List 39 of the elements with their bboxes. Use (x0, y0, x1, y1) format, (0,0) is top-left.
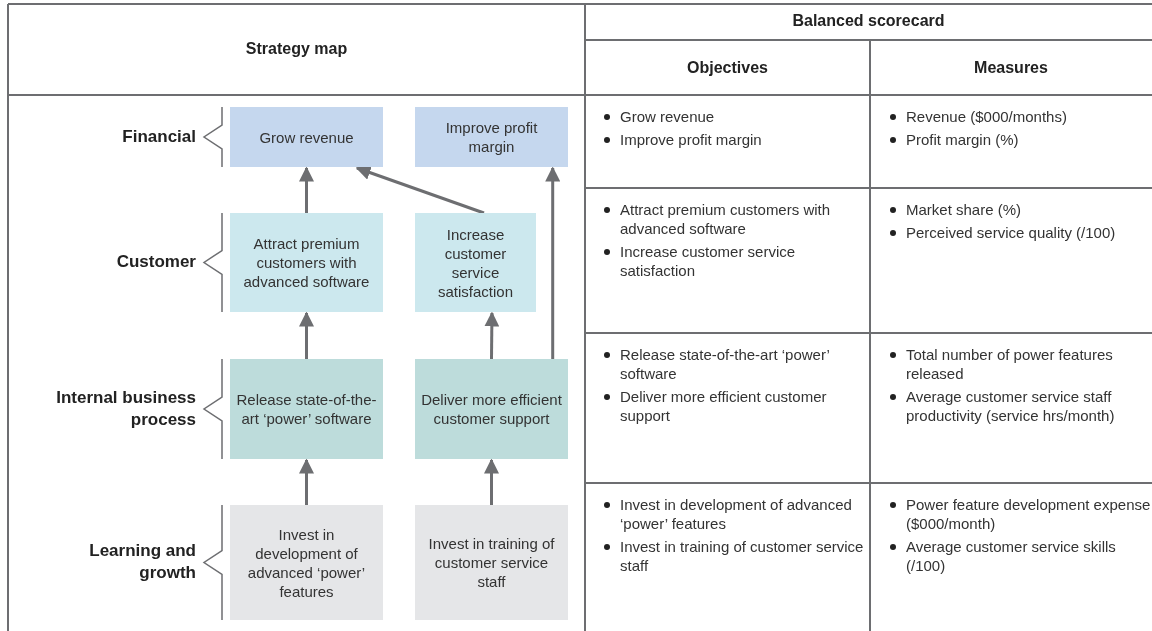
arrow (299, 311, 314, 359)
objective-box: Deliver more efficient customer support (415, 359, 568, 459)
column-header: Objectives (686, 59, 769, 77)
list-item: Total number of power features released (906, 346, 1113, 382)
row-heading: Internal business process (55, 387, 196, 431)
objective-box: Increase customer service satisfaction (415, 213, 536, 312)
arrow (355, 165, 485, 215)
list-item: Perceived service quality (/100) (906, 224, 1116, 241)
list-item: Improve profit margin (620, 131, 762, 148)
objective-box: Release state-of-the-art ‘power’ software (230, 359, 383, 459)
objective-box: Invest in development of advanced ‘power’ features (230, 505, 383, 620)
arrow (545, 166, 561, 359)
list-item: Power feature development expense ($000/month) (906, 496, 1151, 532)
row-heading: Customer (115, 251, 196, 273)
list-item: Profit margin (%) (906, 131, 1019, 148)
list-item: Invest in development of advanced ‘power’ features (620, 496, 852, 532)
list-item: Deliver more efficient customer support (620, 388, 827, 424)
list-item: Average customer service skills (/100) (906, 538, 1116, 574)
row-heading: Financial (121, 126, 196, 148)
objective-box: Grow revenue (230, 107, 383, 167)
list-item: Market share (%) (906, 201, 1022, 218)
objective-box: Invest in training of customer service staff (415, 505, 568, 620)
list-item: Average customer service staff productivity (service hrs/month) (906, 388, 1115, 424)
arrow (484, 311, 500, 359)
arrow (484, 458, 499, 505)
list-item: Grow revenue (620, 108, 715, 125)
list-item: Attract premium customers with advanced software (620, 201, 831, 237)
list-item: Increase customer service satisfaction (620, 243, 796, 279)
column-header: Measures (973, 59, 1049, 77)
arrow (299, 166, 314, 213)
list-item: Revenue ($000/months) (906, 108, 1067, 125)
arrow (299, 458, 314, 505)
column-header: Strategy map (244, 40, 349, 58)
row-heading: Learning and growth (88, 540, 196, 584)
column-header: Balanced scorecard (791, 12, 946, 30)
list-item: Invest in training of customer service staff (620, 538, 864, 574)
objective-box: Attract premium customers with advanced software (230, 213, 383, 312)
objective-box: Improve profit margin (415, 107, 568, 167)
list-item: Release state-of-the-art ‘power’ software (620, 346, 830, 382)
